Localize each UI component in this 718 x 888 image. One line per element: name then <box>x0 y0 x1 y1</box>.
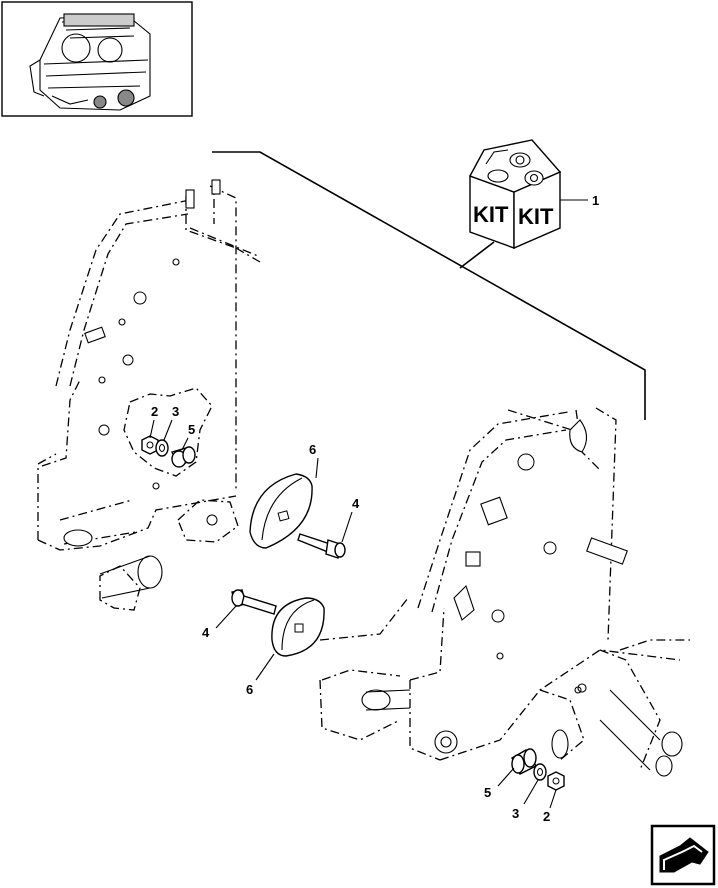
upper-parts: 2 3 5 6 4 <box>141 404 360 559</box>
callout-bolt-upper: 4 <box>352 496 360 511</box>
nut-lower <box>547 771 565 791</box>
callout-washer-upper: 3 <box>172 404 179 419</box>
washer-upper <box>155 439 169 457</box>
callout-washer-lower: 3 <box>512 806 519 821</box>
assembly-leader-lines <box>212 151 646 420</box>
callout-nut-lower: 2 <box>543 809 550 824</box>
lower-left-parts: 4 6 <box>202 589 409 697</box>
next-page-button[interactable] <box>650 824 716 886</box>
kit-label-right: KIT <box>518 204 554 229</box>
nut-upper <box>141 435 159 455</box>
callout-spacer-upper: 5 <box>188 422 195 437</box>
overview-thumbnail <box>1 1 193 117</box>
bolt-upper <box>297 533 346 559</box>
left-side-frame <box>37 179 261 611</box>
disc-upper <box>249 473 313 549</box>
callout-spacer-lower: 5 <box>484 785 491 800</box>
washer-lower <box>533 763 547 781</box>
right-side-frame <box>319 407 690 777</box>
gear-plate <box>123 387 213 477</box>
callout-disc-lower: 6 <box>246 682 253 697</box>
callout-kit: 1 <box>592 193 599 208</box>
callout-disc-upper: 6 <box>309 442 316 457</box>
spacer-lower <box>511 748 538 775</box>
kit-label-left: KIT <box>473 202 509 227</box>
callout-bolt-lower: 4 <box>202 625 210 640</box>
next-page-arrow-icon <box>659 837 709 873</box>
bolt-lower <box>231 589 277 615</box>
kit-box: KIT KIT 1 <box>468 139 599 250</box>
spacer-upper <box>171 446 196 468</box>
disc-lower <box>271 597 325 657</box>
baler-overview-icon <box>29 13 151 111</box>
callout-nut-upper: 2 <box>151 404 158 419</box>
lower-right-parts: 5 3 2 <box>484 748 565 824</box>
